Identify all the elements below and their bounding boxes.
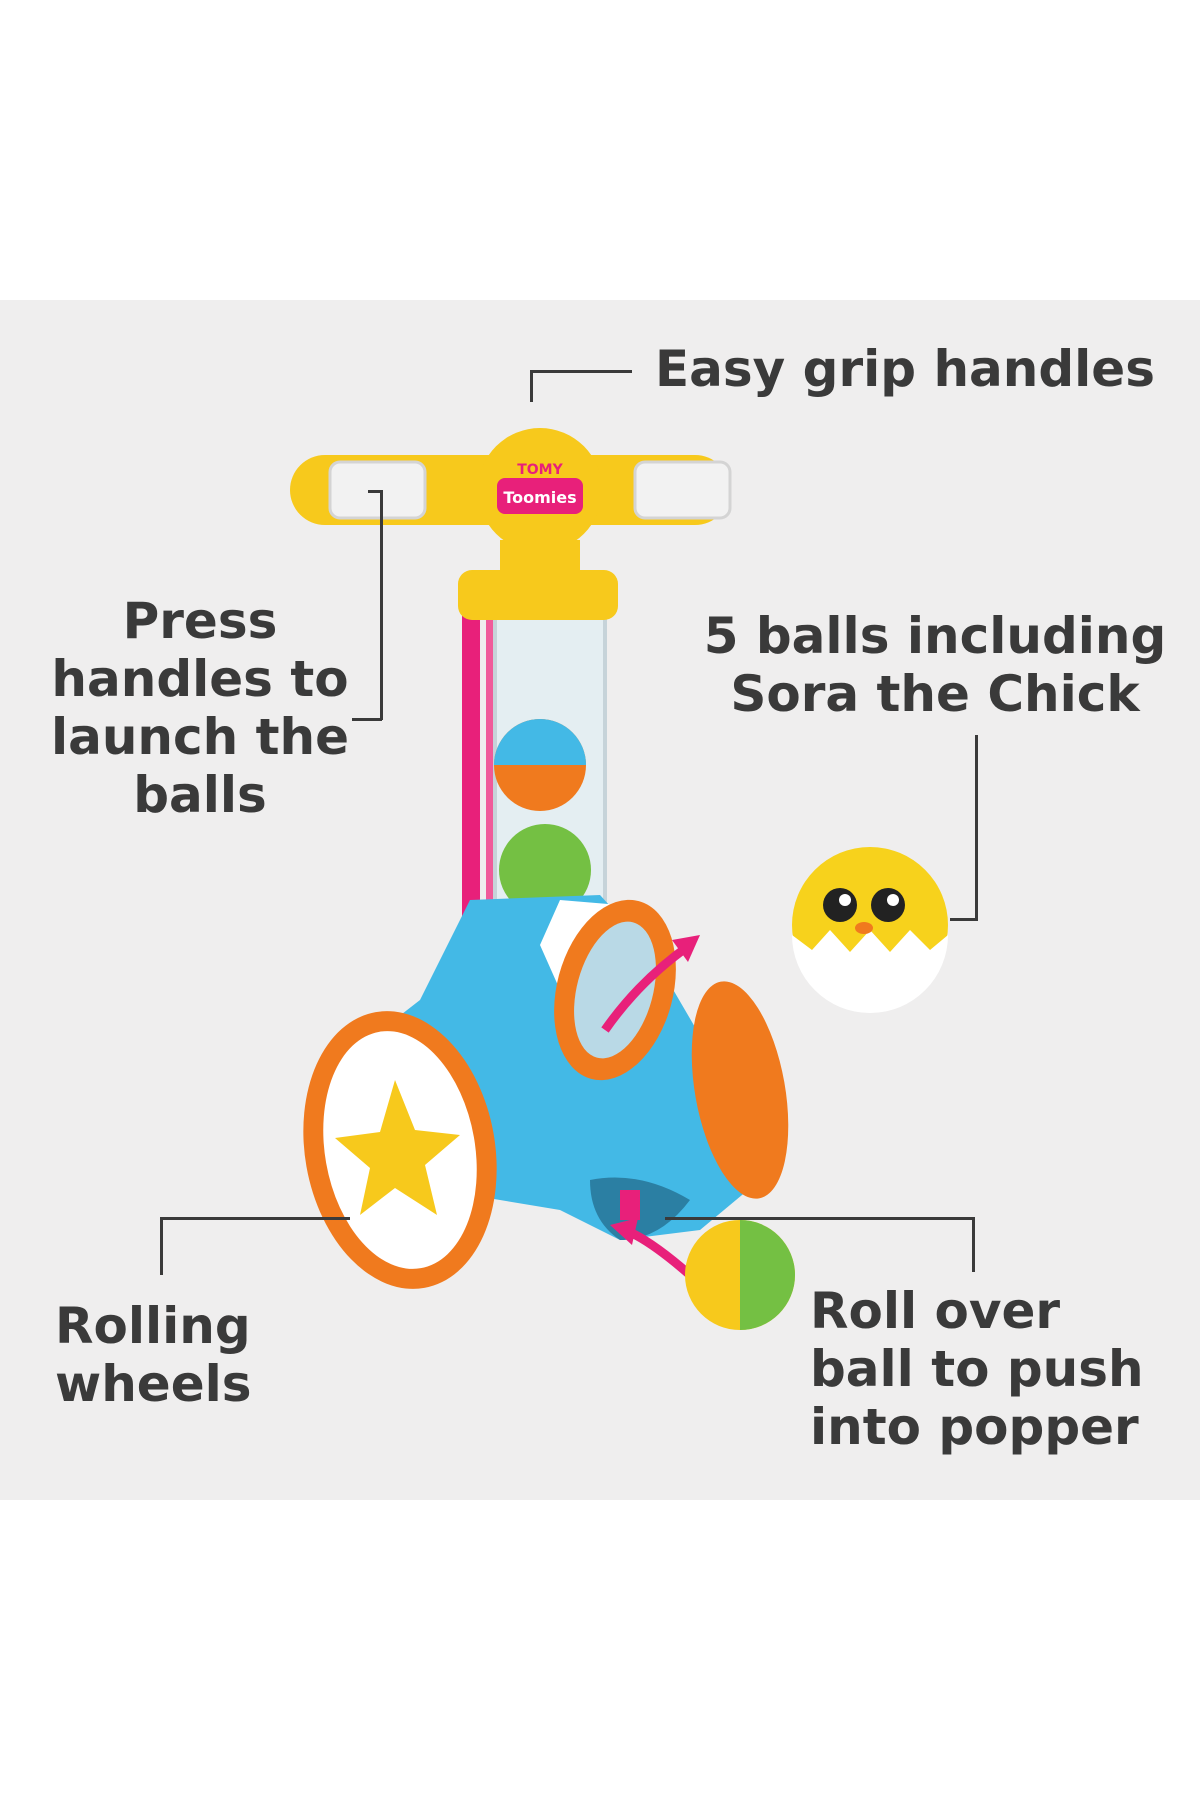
ball-in-tube [494,719,586,811]
brand-bottom: Toomies [503,488,576,507]
brand-top: TOMY [517,462,563,478]
callout-line: into popper [810,1398,1139,1456]
callout-line: Sora the Chick [730,665,1140,723]
sora-chick-ball [792,847,948,1013]
wheels-connector [160,1217,163,1275]
rolling-ball [685,1220,795,1330]
balls-connector [975,735,978,920]
launch-arrow-head [672,935,700,962]
callout-line: launch the [50,708,350,766]
callout-line: Roll over [810,1282,1061,1340]
grip-connector [530,370,533,402]
launch-arrow [601,941,693,1033]
callout-press-handles: Press handles to launch the balls [40,592,360,824]
callout-five-balls: 5 balls including Sora the Chick [700,607,1170,723]
tube-cap [458,570,618,620]
intake-arrow-head [610,1218,638,1245]
callout-line: 5 balls including [703,607,1167,665]
callout-text: Easy grip handles [655,340,1155,398]
intake-plunger [620,1190,640,1220]
callout-line: ball to push [810,1340,1144,1398]
press-connector [380,490,383,720]
pink-rod [462,600,480,930]
brand-logo-bg [497,478,583,514]
callout-line: balls [133,766,267,824]
callout-easy-grip: Easy grip handles [655,340,1175,398]
callout-line: Press [122,592,278,650]
callout-roll-over: Roll over ball to push into popper [810,1282,1180,1456]
wheel-star-icon [335,1080,460,1215]
right-wheel [691,981,789,1199]
launch-port [574,921,656,1059]
press-connector [352,718,382,721]
grip-connector [530,370,632,373]
intake-arrow [623,1225,693,1279]
wheels-connector [160,1217,350,1220]
callout-line: handles to [51,650,349,708]
press-connector [368,490,382,493]
balls-connector [950,918,978,921]
callout-rolling-wheels: Rolling wheels [55,1297,295,1413]
right-grip [633,460,732,520]
ball-in-tube-green [499,824,591,916]
roll-connector [665,1217,975,1220]
callout-line: wheels [55,1355,252,1413]
callout-line: Rolling [55,1297,251,1355]
roll-connector [972,1217,975,1272]
